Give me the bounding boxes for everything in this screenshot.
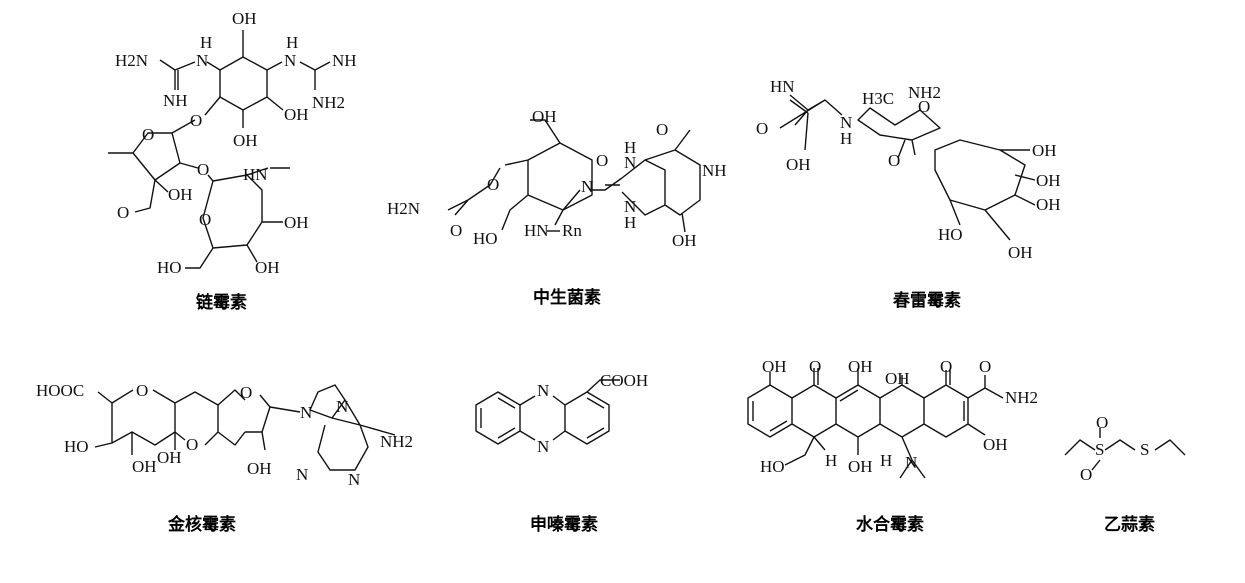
atom-label: OH — [1032, 141, 1057, 160]
ethylicin-structure: O S O S 乙蒜素 — [1064, 413, 1186, 535]
atom-label: N — [336, 397, 348, 416]
atom-label: OH — [983, 435, 1008, 454]
atom-label: S — [1140, 440, 1149, 459]
atom-label: NH2 — [312, 93, 345, 112]
atom-label: H2N — [387, 199, 420, 218]
atom-label: OH — [157, 448, 182, 467]
atom-label: NH2 — [908, 83, 941, 102]
atom-label: OH — [284, 213, 309, 232]
atom-label: NH2 — [380, 432, 413, 451]
atom-label: OH — [762, 357, 787, 376]
atom-label: HN — [524, 221, 549, 240]
atom-label: O — [940, 357, 952, 376]
compound-name-shenqinmycin: 申嗪霉素 — [530, 514, 598, 535]
atom-label: O — [1096, 413, 1108, 432]
compound-name-oxytetracycline: 水合霉素 — [856, 514, 924, 535]
atom-label: N — [196, 51, 208, 70]
atom-label: H — [200, 33, 212, 52]
atom-label: NH2 — [1005, 388, 1038, 407]
atom-label: HO — [938, 225, 963, 244]
atom-label: OH — [132, 457, 157, 476]
atom-label: HO — [760, 457, 785, 476]
atom-label: O — [136, 381, 148, 400]
atom-label: OH — [233, 131, 258, 150]
atom-label: N — [537, 437, 549, 456]
atom-label: OH — [848, 357, 873, 376]
atom-label: HN — [243, 165, 268, 184]
atom-label: HO — [157, 258, 182, 277]
shenqinmycin-structure: N N COOH 申嗪霉素 — [475, 371, 648, 535]
atom-label: O — [1080, 465, 1092, 484]
atom-label: COOH — [600, 371, 648, 390]
atom-label: OH — [247, 459, 272, 478]
atom-label: S — [1095, 440, 1104, 459]
compound-name-kasugamycin: 春雷霉素 — [893, 290, 961, 311]
atom-label: O — [756, 119, 768, 138]
atom-label: N — [300, 403, 312, 422]
zhongshengmycin-structure: OH O O N N H O NH H2N O HO HN Rn N H OH … — [387, 107, 727, 308]
atom-label: H — [624, 213, 636, 232]
atom-label: O — [142, 125, 154, 144]
compound-name-zhongshengmycin: 中生菌素 — [533, 287, 601, 308]
atom-label: N — [840, 113, 852, 132]
atom-label: H — [825, 451, 837, 470]
atom-label: OH — [232, 9, 257, 28]
streptomycin-structure: H2N H N OH H N NH NH NH2 O OH OH O O OH … — [108, 9, 357, 313]
atom-label: HO — [473, 229, 498, 248]
atom-label: O — [190, 111, 202, 130]
atom-label: OH — [848, 457, 873, 476]
atom-label: H — [624, 138, 636, 157]
atom-label: NH — [332, 51, 357, 70]
atom-label: H — [840, 129, 852, 148]
compound-name-streptomycin: 链霉素 — [196, 292, 247, 313]
atom-label: O — [979, 357, 991, 376]
atom-label: H — [286, 33, 298, 52]
atom-label: N — [537, 381, 549, 400]
atom-label: N — [296, 465, 308, 484]
aureonuclemycin-structure: HOOC O O N N NH2 HO OH OH O OH N N 金核霉素 — [36, 381, 413, 535]
oxytetracycline-structure: OH O OH OH O O NH2 OH HO H OH H N 水合霉素 — [747, 357, 1038, 535]
atom-label: Rn — [562, 221, 582, 240]
atom-label: N — [581, 177, 593, 196]
atom-label: OH — [532, 107, 557, 126]
atom-label: OH — [255, 258, 280, 277]
atom-label: O — [918, 97, 930, 116]
atom-label: O — [117, 203, 129, 222]
kasugamycin-structure: HN NH2 H3C O N H O OH O OH OH OH HO OH 春… — [756, 77, 1061, 311]
atom-label: NH — [702, 161, 727, 180]
atom-label: O — [656, 120, 668, 139]
atom-label: HN — [770, 77, 795, 96]
atom-label: HOOC — [36, 381, 84, 400]
atom-label: NH — [163, 91, 188, 110]
compound-name-ethylicin: 乙蒜素 — [1104, 514, 1155, 535]
atom-label: OH — [1008, 243, 1033, 262]
atom-label: N — [624, 153, 636, 172]
atom-label: OH — [885, 369, 910, 388]
atom-label: O — [596, 151, 608, 170]
atom-label: N — [348, 470, 360, 489]
atom-label: H — [880, 451, 892, 470]
atom-label: O — [487, 175, 499, 194]
compound-name-aureonuclemycin: 金核霉素 — [167, 514, 236, 535]
atom-label: H2N — [115, 51, 148, 70]
atom-label: OH — [786, 155, 811, 174]
atom-label: HO — [64, 437, 89, 456]
atom-label: O — [197, 160, 209, 179]
atom-label: H3C — [862, 89, 894, 108]
atom-label: N — [905, 453, 917, 472]
atom-label: O — [240, 383, 252, 402]
atom-label: O — [450, 221, 462, 240]
atom-label: O — [809, 357, 821, 376]
atom-label: OH — [1036, 195, 1061, 214]
atom-label: OH — [672, 231, 697, 250]
atom-label: OH — [168, 185, 193, 204]
atom-label: OH — [284, 105, 309, 124]
atom-label: O — [186, 435, 198, 454]
atom-label: N — [624, 197, 636, 216]
atom-label: OH — [1036, 171, 1061, 190]
atom-label: N — [284, 51, 296, 70]
atom-label: O — [199, 210, 211, 229]
atom-label: O — [888, 151, 900, 170]
